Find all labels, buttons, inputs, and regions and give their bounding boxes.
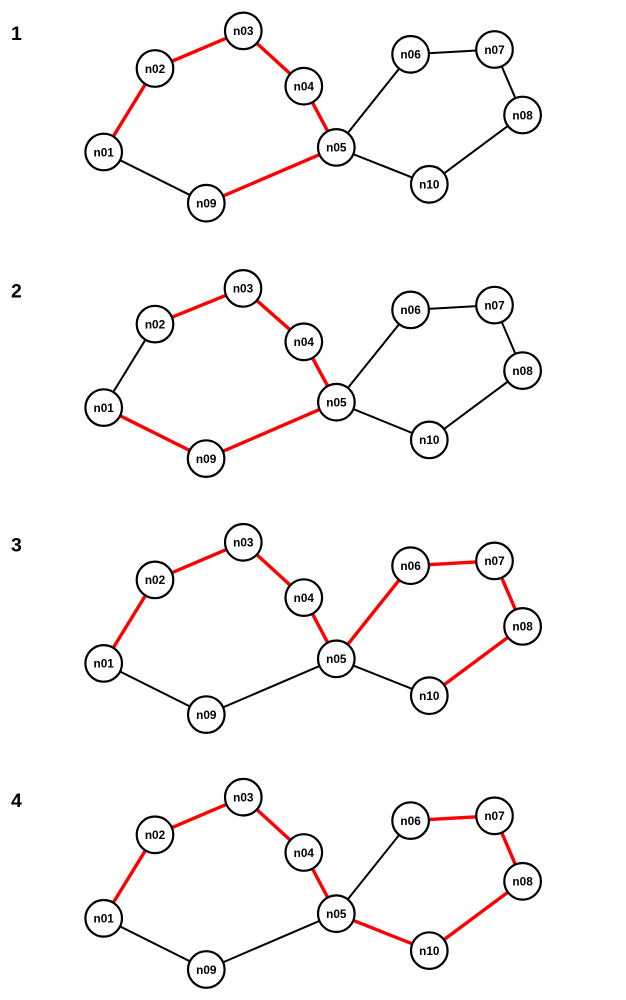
svg-text:n09: n09 <box>196 708 217 722</box>
svg-text:2: 2 <box>11 280 22 302</box>
svg-text:n05: n05 <box>326 396 347 410</box>
svg-text:n03: n03 <box>233 282 254 296</box>
svg-text:n07: n07 <box>484 554 505 568</box>
svg-text:n05: n05 <box>326 141 347 155</box>
svg-text:1: 1 <box>11 23 22 45</box>
svg-text:n09: n09 <box>196 963 217 977</box>
svg-text:n04: n04 <box>294 591 315 605</box>
svg-text:n09: n09 <box>196 197 217 211</box>
svg-text:n10: n10 <box>419 433 440 447</box>
svg-text:n04: n04 <box>294 80 315 94</box>
svg-text:3: 3 <box>11 535 22 557</box>
svg-text:n07: n07 <box>484 43 505 57</box>
svg-text:n10: n10 <box>419 178 440 192</box>
svg-text:n06: n06 <box>400 303 421 317</box>
svg-text:4: 4 <box>11 790 22 812</box>
svg-text:n05: n05 <box>326 907 347 921</box>
svg-text:n05: n05 <box>326 652 347 666</box>
svg-text:n01: n01 <box>94 657 115 671</box>
svg-text:n02: n02 <box>145 62 166 76</box>
svg-text:n06: n06 <box>400 559 421 573</box>
svg-text:n01: n01 <box>94 912 115 926</box>
svg-text:n08: n08 <box>512 364 533 378</box>
svg-text:n02: n02 <box>145 573 166 587</box>
svg-text:n08: n08 <box>512 108 533 122</box>
svg-text:n04: n04 <box>294 335 315 349</box>
svg-text:n03: n03 <box>233 791 254 805</box>
svg-text:n03: n03 <box>233 536 254 550</box>
svg-text:n01: n01 <box>94 145 115 159</box>
svg-text:n03: n03 <box>233 24 254 38</box>
svg-text:n07: n07 <box>484 298 505 312</box>
svg-text:n02: n02 <box>145 317 166 331</box>
svg-text:n09: n09 <box>196 452 217 466</box>
svg-text:n07: n07 <box>484 809 505 823</box>
svg-text:n08: n08 <box>512 875 533 889</box>
svg-text:n02: n02 <box>145 828 166 842</box>
svg-text:n06: n06 <box>400 814 421 828</box>
svg-text:n10: n10 <box>419 689 440 703</box>
svg-text:n10: n10 <box>419 944 440 958</box>
svg-text:n06: n06 <box>400 48 421 62</box>
svg-text:n01: n01 <box>94 401 115 415</box>
svg-text:n08: n08 <box>512 620 533 634</box>
svg-text:n04: n04 <box>294 846 315 860</box>
